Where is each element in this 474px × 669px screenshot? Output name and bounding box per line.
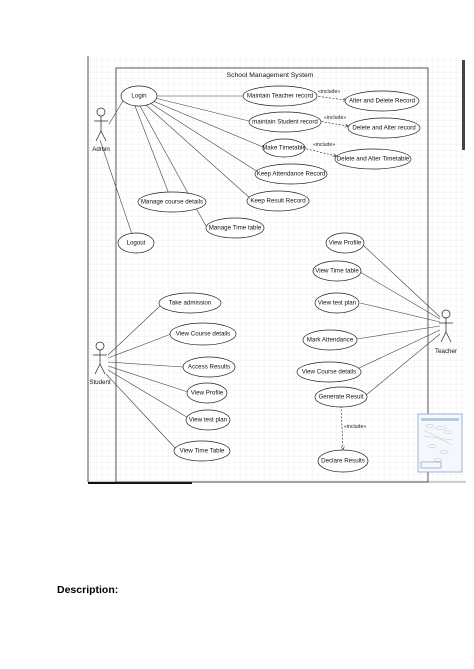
- use-case-make-timetable[interactable]: Make Timetable: [262, 138, 306, 158]
- include-label-2: «include»: [324, 115, 346, 121]
- use-case-alter-and-delete-record[interactable]: Alter and Delete Record: [344, 90, 420, 112]
- description-heading: Description:: [57, 584, 119, 596]
- use-case-keep-result-record[interactable]: Keep Result Record: [246, 190, 310, 212]
- svg-text:Keep Attendance Record: Keep Attendance Record: [257, 171, 326, 178]
- admin-actor[interactable]: [94, 107, 108, 142]
- svg-text:View test plan: View test plan: [318, 300, 357, 307]
- system-title: School Management System: [227, 72, 314, 79]
- use-case-take-admission[interactable]: Take admission: [158, 292, 222, 314]
- include-label-1: «include»: [318, 89, 340, 95]
- use-case-login[interactable]: Login: [120, 85, 158, 107]
- svg-text:Access Results: Access Results: [188, 364, 230, 371]
- svg-text:maintain Student record: maintain Student record: [252, 119, 318, 126]
- use-case-teacher-view-profile[interactable]: View Profile: [325, 232, 365, 254]
- teacher-label: Teacher: [435, 348, 457, 355]
- use-case-student-view-course-details[interactable]: View Course details: [169, 322, 237, 346]
- svg-text:Generate Result: Generate Result: [318, 394, 363, 401]
- use-case-manage-course-details[interactable]: Manage course details: [137, 191, 207, 213]
- teacher-include-arrow: [340, 405, 343, 449]
- use-case-maintain-teacher-record[interactable]: Maintain Teacher record: [242, 85, 318, 107]
- use-case-maintain-student-record[interactable]: maintain Student record: [248, 111, 322, 133]
- svg-text:Delete and Alter record: Delete and Alter record: [352, 125, 416, 132]
- svg-text:Maintain Teacher record: Maintain Teacher record: [247, 93, 314, 100]
- use-case-student-view-time-table[interactable]: View Time Table: [173, 440, 231, 462]
- system-boundary: [115, 67, 429, 483]
- student-associations: [105, 305, 191, 450]
- use-case-generate-result[interactable]: Generate Result: [314, 386, 368, 408]
- teacher-actor[interactable]: [439, 309, 453, 343]
- use-case-manage-time-table[interactable]: Manage Time table: [205, 217, 265, 239]
- svg-text:Keep Result Record: Keep Result Record: [250, 198, 306, 205]
- teacher-associations: [356, 244, 441, 397]
- svg-text:Declare Results: Declare Results: [321, 458, 365, 465]
- svg-text:Alter and Delete Record: Alter and Delete Record: [349, 98, 416, 105]
- include-label-4: «include»: [344, 424, 366, 430]
- svg-text:View Course details: View Course details: [302, 369, 357, 376]
- student-label: Student: [89, 379, 111, 386]
- svg-text:View Time table: View Time table: [315, 268, 359, 275]
- canvas-vertical-scrollbar: [462, 60, 465, 150]
- use-case-delete-and-alter-timetable[interactable]: Delete and Alter Timetable: [334, 148, 412, 170]
- admin-label: Admin: [92, 146, 110, 153]
- svg-text:Make Timetable: Make Timetable: [262, 145, 306, 152]
- svg-text:Manage course details: Manage course details: [141, 199, 203, 206]
- svg-text:View Time Table: View Time Table: [180, 448, 225, 455]
- svg-text:Manage Time table: Manage Time table: [209, 225, 262, 232]
- student-actor[interactable]: [93, 341, 107, 375]
- use-case-delete-and-alter-record[interactable]: Delete and Alter record: [347, 117, 421, 139]
- overview-thumbnail[interactable]: [417, 413, 463, 473]
- svg-text:View test plan: View test plan: [189, 417, 228, 424]
- use-case-declare-results[interactable]: Declare Results: [317, 449, 369, 473]
- use-case-teacher-view-test-plan[interactable]: View test plan: [314, 292, 360, 314]
- use-case-student-view-profile[interactable]: View Profile: [186, 382, 228, 404]
- admin-include-arrows: [302, 95, 348, 156]
- use-case-logout[interactable]: Logout: [117, 232, 155, 254]
- include-label-3: «include»: [313, 142, 335, 148]
- use-case-keep-attendance-record[interactable]: Keep Attendance Record: [254, 163, 328, 185]
- use-case-student-view-test-plan[interactable]: View test plan: [185, 409, 231, 431]
- svg-text:Logout: Logout: [127, 240, 146, 247]
- admin-associations: [99, 95, 264, 241]
- svg-text:Login: Login: [131, 93, 147, 100]
- use-case-teacher-view-time-table[interactable]: View Time table: [312, 260, 362, 282]
- use-case-mark-attendance[interactable]: Mark Attendance: [302, 329, 358, 351]
- svg-text:View Profile: View Profile: [329, 240, 362, 247]
- svg-text:View Course details: View Course details: [176, 331, 231, 338]
- svg-text:Delete and Alter Timetable: Delete and Alter Timetable: [337, 156, 410, 163]
- svg-text:Take admission: Take admission: [169, 300, 212, 307]
- use-case-teacher-view-course-details[interactable]: View Course details: [296, 361, 362, 383]
- svg-text:View Profile: View Profile: [191, 390, 224, 397]
- use-case-access-results[interactable]: Access Results: [182, 356, 236, 378]
- svg-text:Mark Attendance: Mark Attendance: [307, 337, 354, 344]
